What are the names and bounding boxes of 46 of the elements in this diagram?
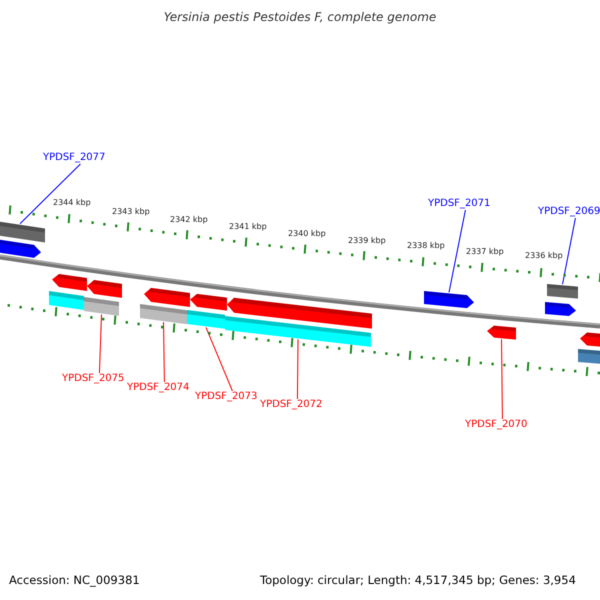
gene-block [545,302,576,316]
leader-line [206,326,233,392]
scale-label: 2342 kbp [170,216,208,224]
gene-label: YPDSF_2069 [538,207,600,217]
gene-block [424,291,474,308]
gene-label: YPDSF_2073 [195,392,258,402]
scale-label: 2341 kbp [229,223,267,231]
footer-text: Topology: circular; Length: 4,517,345 bp; Genes: 3,954 [260,575,576,586]
leader-line [448,210,466,293]
gene-block [87,280,122,298]
gene-block [0,239,41,258]
gene-label: YPDSF_2070 [465,420,528,430]
gene-bar [84,297,119,316]
gene-bar [0,221,45,242]
leader-line [163,322,165,382]
gene-label: YPDSF_2074 [127,383,190,393]
gene-label: YPDSF_2071 [428,199,490,209]
gene-label: YPDSF_2075 [62,374,124,384]
title: Yersinia pestis Pestoides F, complete genome [162,11,438,23]
gene-block [227,298,372,329]
scale-label: 2344 kbp [53,199,91,207]
scale-label: 2338 kbp [407,242,445,250]
gene-block [487,326,516,340]
leader-line [296,338,298,400]
gene-label: YPDSF_2072 [260,400,322,410]
gene-label: YPDSF_2077 [43,153,106,163]
scale-label: 2340 kbp [288,230,326,238]
leader-line [562,218,576,285]
gene-bar [187,310,225,329]
leader-line [20,164,81,224]
gene-block [144,288,190,308]
gene-bar [225,316,371,347]
scale-label: 2343 kbp [112,208,150,216]
gene-block [52,274,87,291]
gene-bar [547,284,578,299]
gene-bar [140,304,187,324]
gene-bar [578,349,600,364]
leader-line [501,338,503,420]
scale-label: 2337 kbp [466,248,504,256]
gene-block [190,294,227,311]
gene-bar [49,291,84,310]
scale-label: 2339 kbp [348,237,386,245]
gene-block [580,332,600,347]
footer-text: Accession: NC_009381 [9,575,140,586]
scale-label: 2336 kbp [525,252,563,260]
leader-line [98,314,102,374]
